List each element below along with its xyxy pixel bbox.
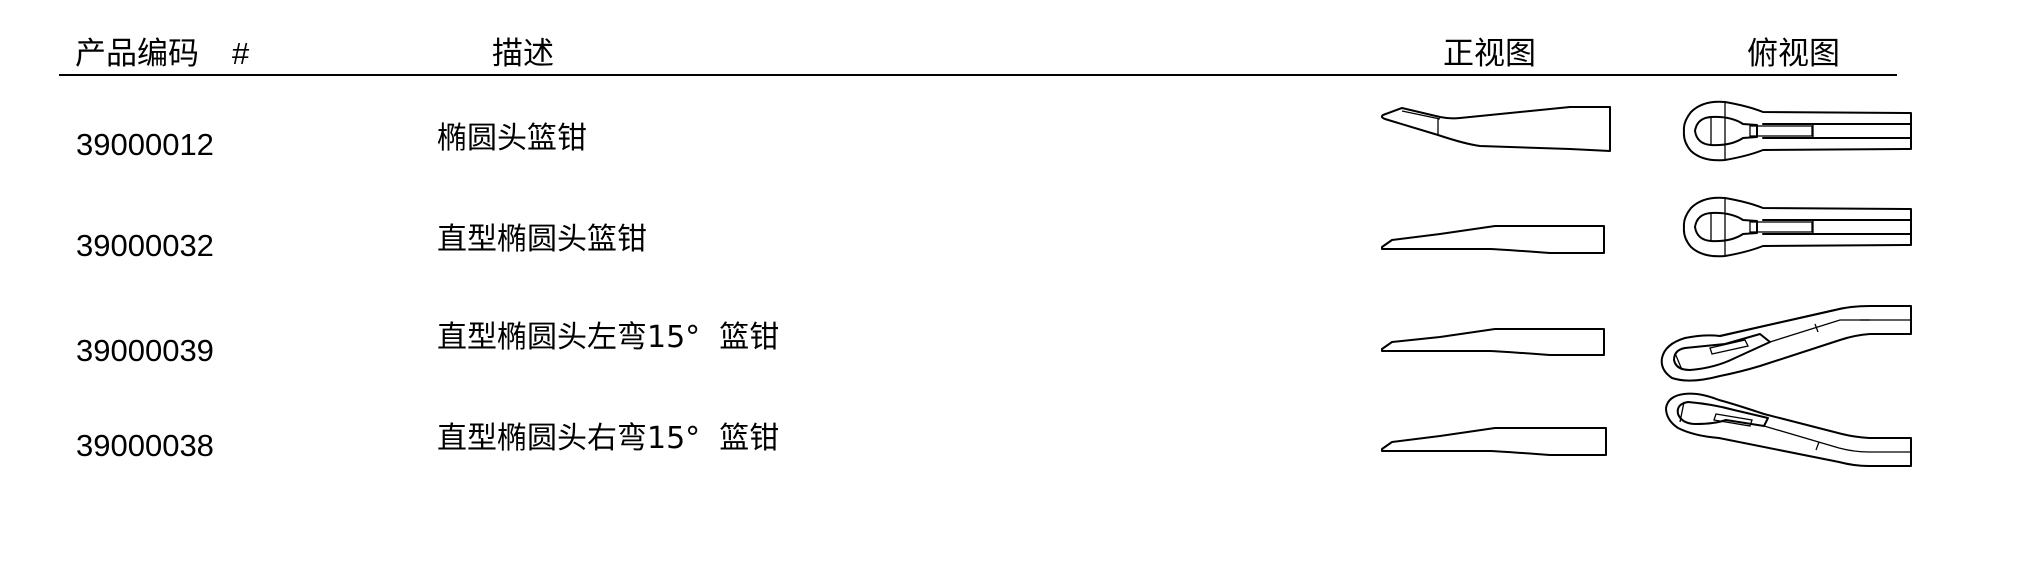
header-front-view: 正视图 — [1443, 36, 1536, 72]
header-top-view: 俯视图 — [1747, 36, 1840, 72]
oval-jaw-straight-top-drawing-icon — [1682, 196, 1913, 258]
header-product-code: 产品编码 — [75, 36, 199, 72]
straight-oval-jaw-front-drawing-icon — [1380, 224, 1608, 256]
straight-oval-jaw-front-drawing-icon — [1380, 426, 1608, 460]
table-row: 39000039 直型椭圆头左弯15° 篮钳 — [0, 296, 2017, 386]
header-description: 描述 — [492, 36, 554, 72]
straight-oval-jaw-front-drawing-icon — [1380, 327, 1608, 359]
oval-jaw-left-bend-15-top-drawing-icon — [1660, 298, 1914, 384]
product-description: 直型椭圆头左弯15° 篮钳 — [437, 320, 780, 355]
oval-jaw-right-bend-15-top-drawing-icon — [1664, 390, 1914, 472]
product-description: 直型椭圆头篮钳 — [437, 222, 647, 257]
curved-oval-jaw-front-drawing-icon — [1380, 106, 1612, 156]
header-hash: # — [232, 36, 250, 71]
product-code: 39000038 — [76, 428, 214, 463]
header-divider — [59, 74, 1897, 76]
table-row: 39000032 直型椭圆头篮钳 — [0, 196, 2017, 286]
product-description: 直型椭圆头右弯15° 篮钳 — [437, 421, 780, 456]
product-description: 椭圆头篮钳 — [437, 121, 587, 156]
product-code: 39000012 — [76, 127, 214, 162]
oval-jaw-straight-top-drawing-icon — [1682, 100, 1913, 162]
product-code: 39000039 — [76, 333, 214, 368]
product-code: 39000032 — [76, 228, 214, 263]
table-row: 39000038 直型椭圆头右弯15° 篮钳 — [0, 392, 2017, 484]
table-row: 39000012 椭圆头篮钳 — [0, 100, 2017, 190]
